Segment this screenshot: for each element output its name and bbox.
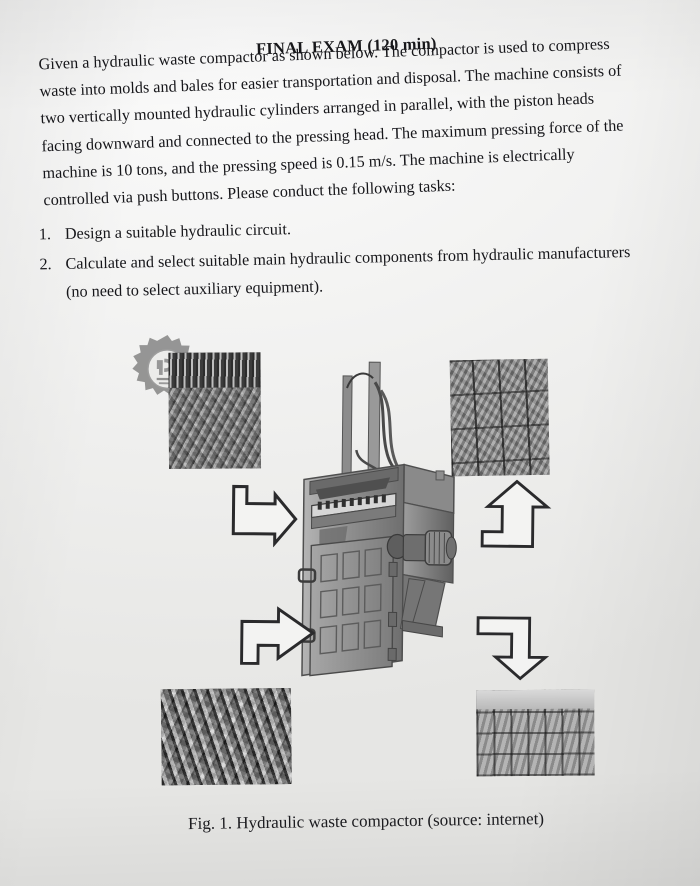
arrow-waste-to-machine xyxy=(225,481,302,548)
task-list: 1. Design a suitable hydraulic circuit. … xyxy=(39,208,689,309)
task-continuation: (no need to select auxiliary equipment). xyxy=(65,277,324,301)
photo-baler-machine xyxy=(284,329,478,683)
photo-shredded-waste xyxy=(160,688,292,786)
arrow-waste-to-machine-lower xyxy=(236,605,319,670)
photo-loose-waste xyxy=(168,352,262,469)
figure-hydraulic-waste-compactor xyxy=(0,312,700,879)
photo-bale-stack xyxy=(476,689,595,777)
task-number: 2. xyxy=(39,254,52,273)
arrow-machine-to-stack xyxy=(474,607,555,682)
arrow-machine-to-bale xyxy=(480,479,553,552)
task-text-wrapper: Calculate and select suitable main hydra… xyxy=(65,237,688,305)
task-item: 2. Calculate and select suitable main hy… xyxy=(39,237,688,306)
problem-statement: Given a hydraulic waste compactor as sho… xyxy=(38,28,685,214)
task-number: 1. xyxy=(38,225,52,244)
